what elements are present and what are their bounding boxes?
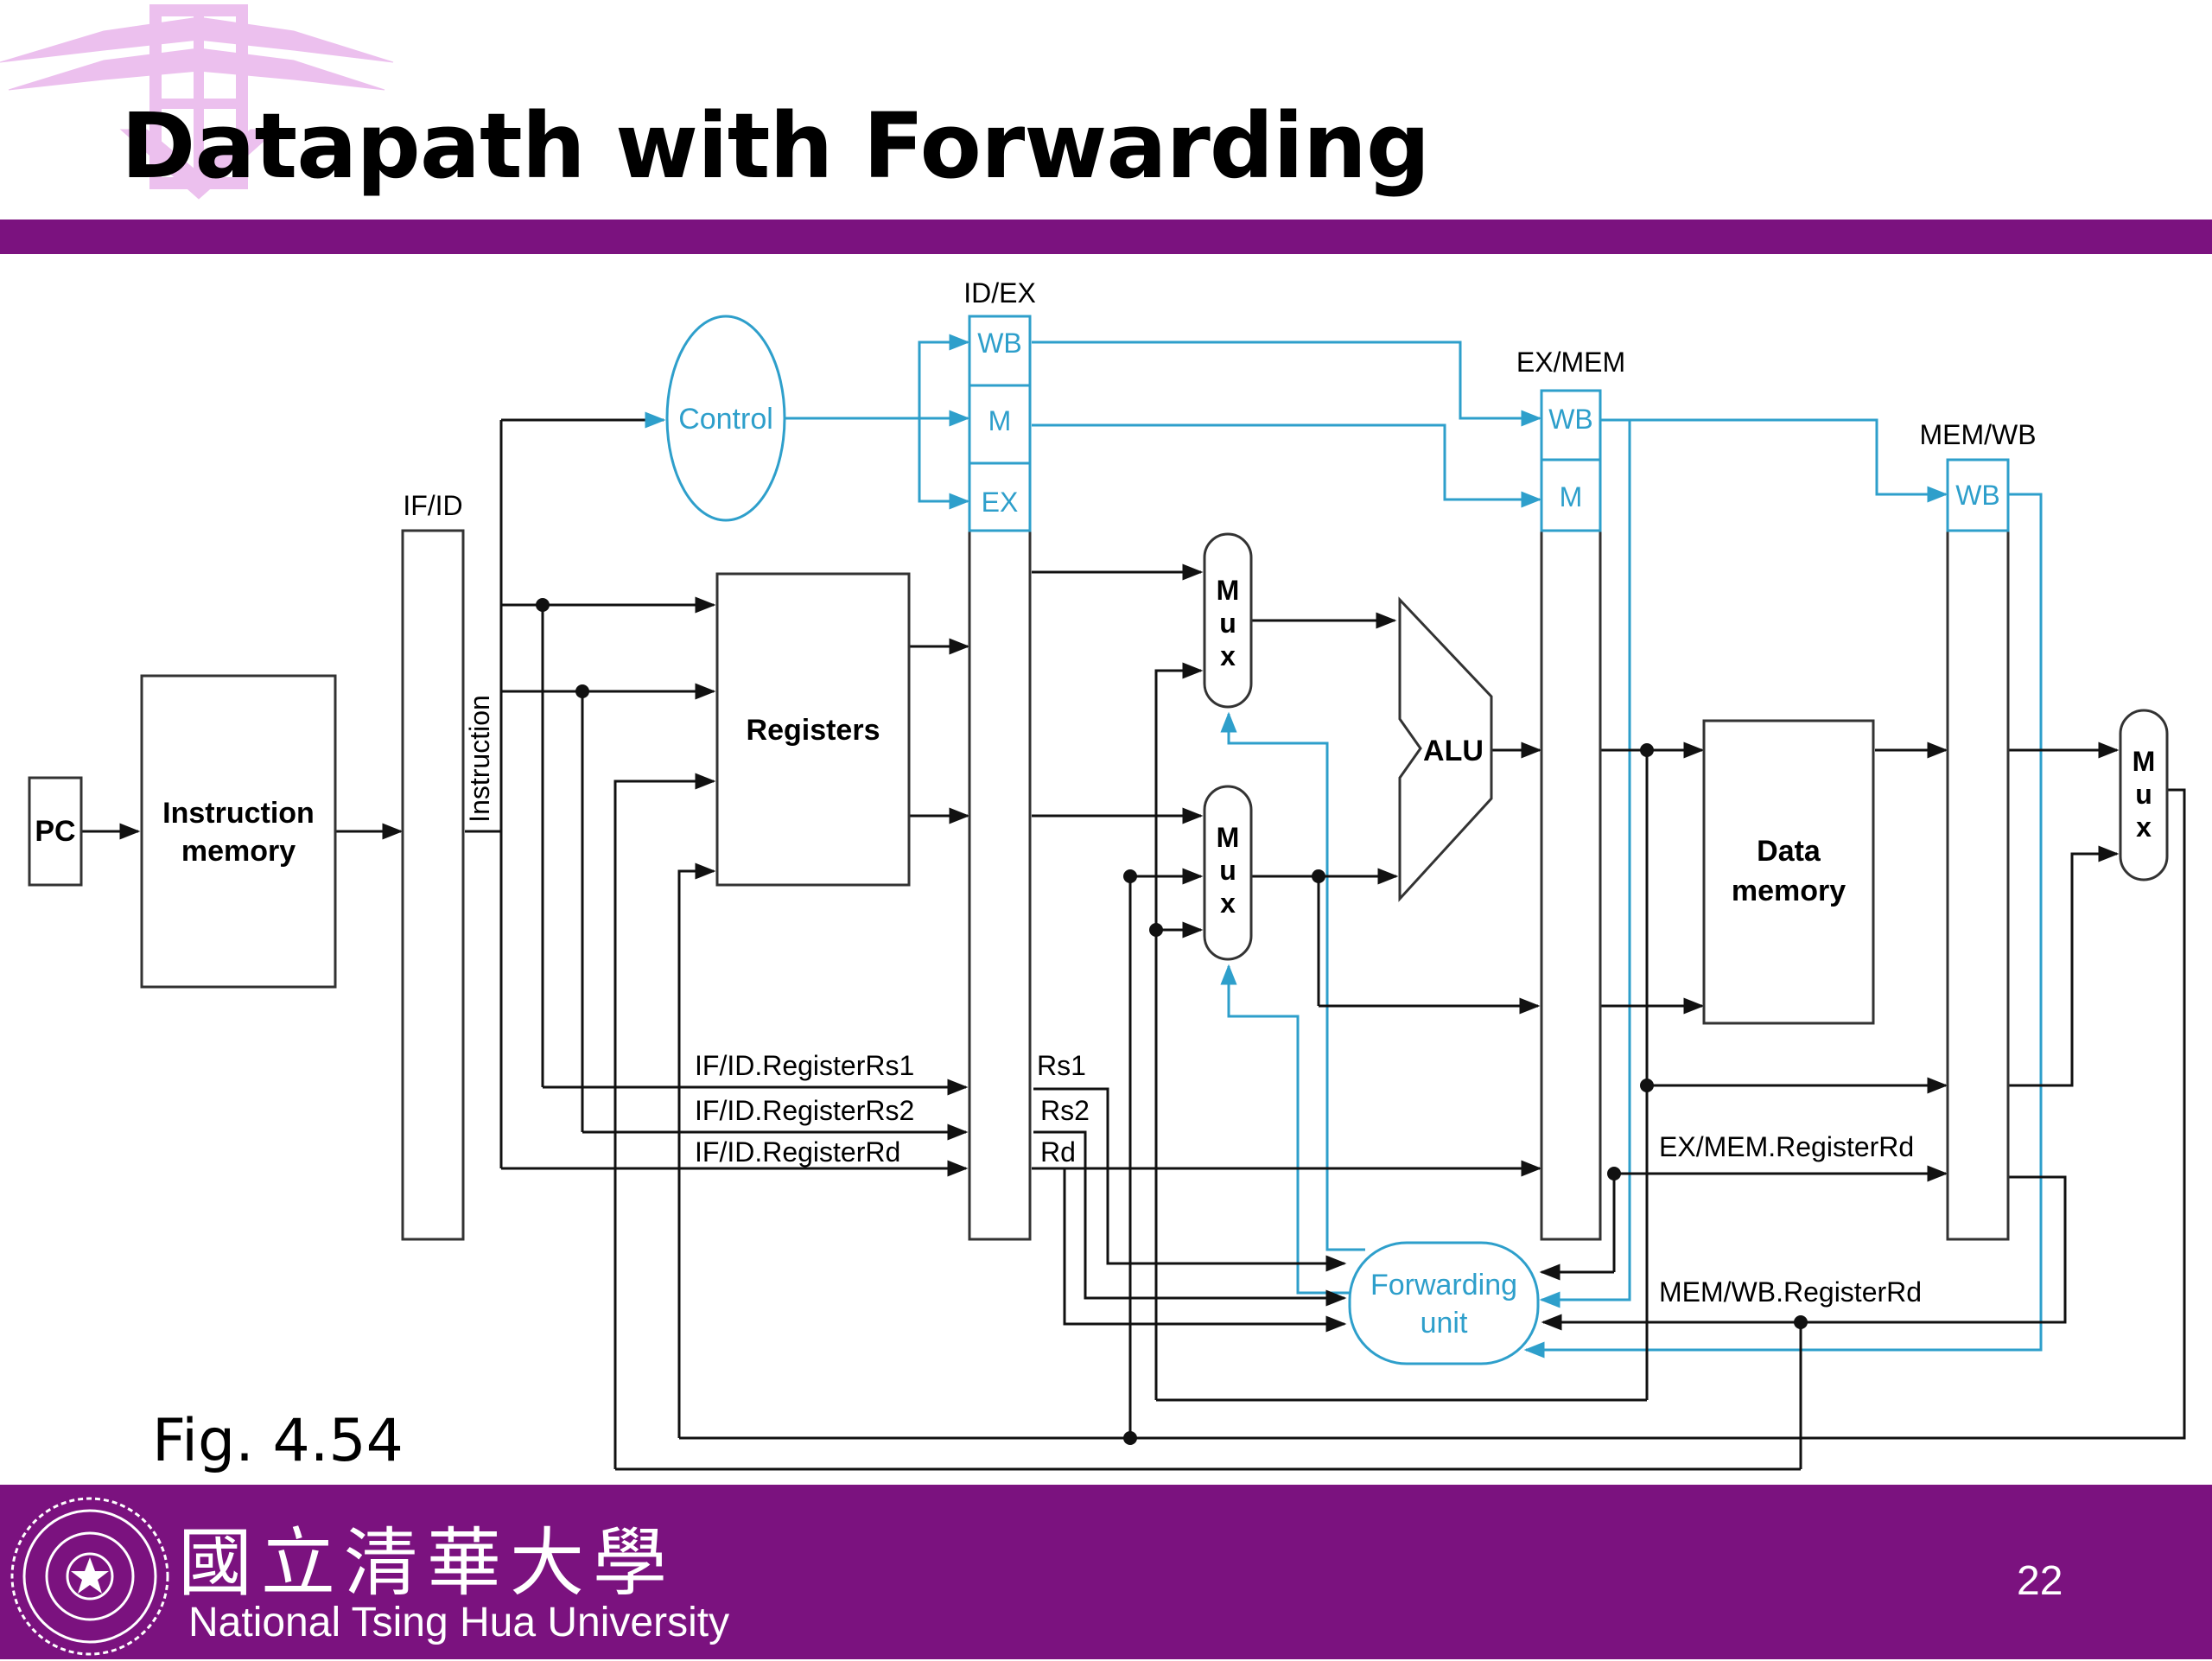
writeback-mux: M u x xyxy=(2119,709,2169,881)
alu-block: ALU xyxy=(1398,596,1493,902)
id-ex-m-field: M xyxy=(988,405,1012,436)
id-ex-register: ID/EX WB M EX xyxy=(963,277,1036,1241)
university-name-chinese: 國立清華大學 xyxy=(178,1520,676,1607)
rd-label: Rd xyxy=(1040,1136,1076,1168)
university-name-english: National Tsing Hua University xyxy=(188,1600,730,1645)
mux-letter-m: M xyxy=(1217,822,1240,853)
instruction-memory-label-line2: memory xyxy=(181,835,296,868)
mux-letter-u: u xyxy=(2135,779,2152,810)
forwarding-unit-label-line1: Forwarding xyxy=(1370,1269,1517,1301)
mux-letter-x: x xyxy=(1220,888,1236,919)
mux-letter-u: u xyxy=(1219,855,1236,886)
mux-letter-x: x xyxy=(2136,811,2152,843)
if-id-register-rs1-label: IF/ID.RegisterRs1 xyxy=(695,1050,914,1081)
ex-mem-m-field: M xyxy=(1560,481,1583,512)
page-number: 22 xyxy=(2017,1558,2063,1604)
mem-wb-label: MEM/WB xyxy=(1919,419,2036,450)
alu-label: ALU xyxy=(1423,735,1484,767)
pc-label: PC xyxy=(35,815,75,848)
id-ex-label: ID/EX xyxy=(963,277,1036,309)
rs2-label: Rs2 xyxy=(1040,1095,1090,1126)
mem-wb-register-rd-label: MEM/WB.RegisterRd xyxy=(1659,1276,1922,1308)
instruction-memory-label-line1: Instruction xyxy=(162,797,315,830)
if-id-label: IF/ID xyxy=(403,490,462,521)
mux-letter-m: M xyxy=(1217,575,1240,606)
ex-mem-label: EX/MEM xyxy=(1516,347,1625,378)
if-id-register-rd-label: IF/ID.RegisterRd xyxy=(695,1136,900,1168)
control-label: Control xyxy=(678,403,773,436)
registers-label: Registers xyxy=(747,714,880,747)
footer-bar xyxy=(0,1485,2212,1659)
mux-letter-x: x xyxy=(1220,640,1236,671)
if-id-register-rs2-label: IF/ID.RegisterRs2 xyxy=(695,1095,914,1126)
control-unit: Control xyxy=(665,315,786,522)
ex-mem-wb-field: WB xyxy=(1548,404,1593,435)
instruction-memory-block: Instruction memory xyxy=(140,674,337,989)
mem-wb-wb-field: WB xyxy=(1955,480,2000,511)
forwarding-unit: Forwarding unit xyxy=(1348,1241,1540,1365)
forwarding-datapath-diagram: PC Instruction memory IF/ID Instruction … xyxy=(28,277,2186,1471)
mem-wb-register: MEM/WB WB xyxy=(1919,419,2037,1241)
alu-src-a-mux: M u x xyxy=(1203,532,1253,709)
instruction-bus-label: Instruction xyxy=(464,695,495,823)
rs1-label: Rs1 xyxy=(1037,1050,1086,1081)
title-divider-bar xyxy=(0,220,2212,254)
data-memory-label-line1: Data xyxy=(1757,835,1821,868)
register-file-block: Registers xyxy=(715,572,911,887)
university-seal-icon xyxy=(10,1497,169,1656)
if-id-register: IF/ID xyxy=(401,490,465,1241)
ex-mem-register-rd-label: EX/MEM.RegisterRd xyxy=(1659,1131,1914,1162)
mux-letter-u: u xyxy=(1219,608,1236,639)
mux-letter-m: M xyxy=(2133,746,2156,777)
forwarding-unit-label-line2: unit xyxy=(1421,1307,1468,1340)
ex-mem-register: EX/MEM WB M xyxy=(1516,347,1625,1241)
figure-caption: Fig. 4.54 xyxy=(152,1407,404,1475)
data-memory-label-line2: memory xyxy=(1732,875,1846,907)
id-ex-wb-field: WB xyxy=(977,328,1022,359)
pc-register: PC xyxy=(28,776,83,887)
university-emblem-icon xyxy=(0,4,394,200)
data-memory-block: Data memory xyxy=(1702,719,1875,1025)
page-title: Datapath with Forwarding xyxy=(121,93,1430,199)
id-ex-ex-field: EX xyxy=(982,487,1019,518)
alu-src-b-mux: M u x xyxy=(1203,785,1253,961)
